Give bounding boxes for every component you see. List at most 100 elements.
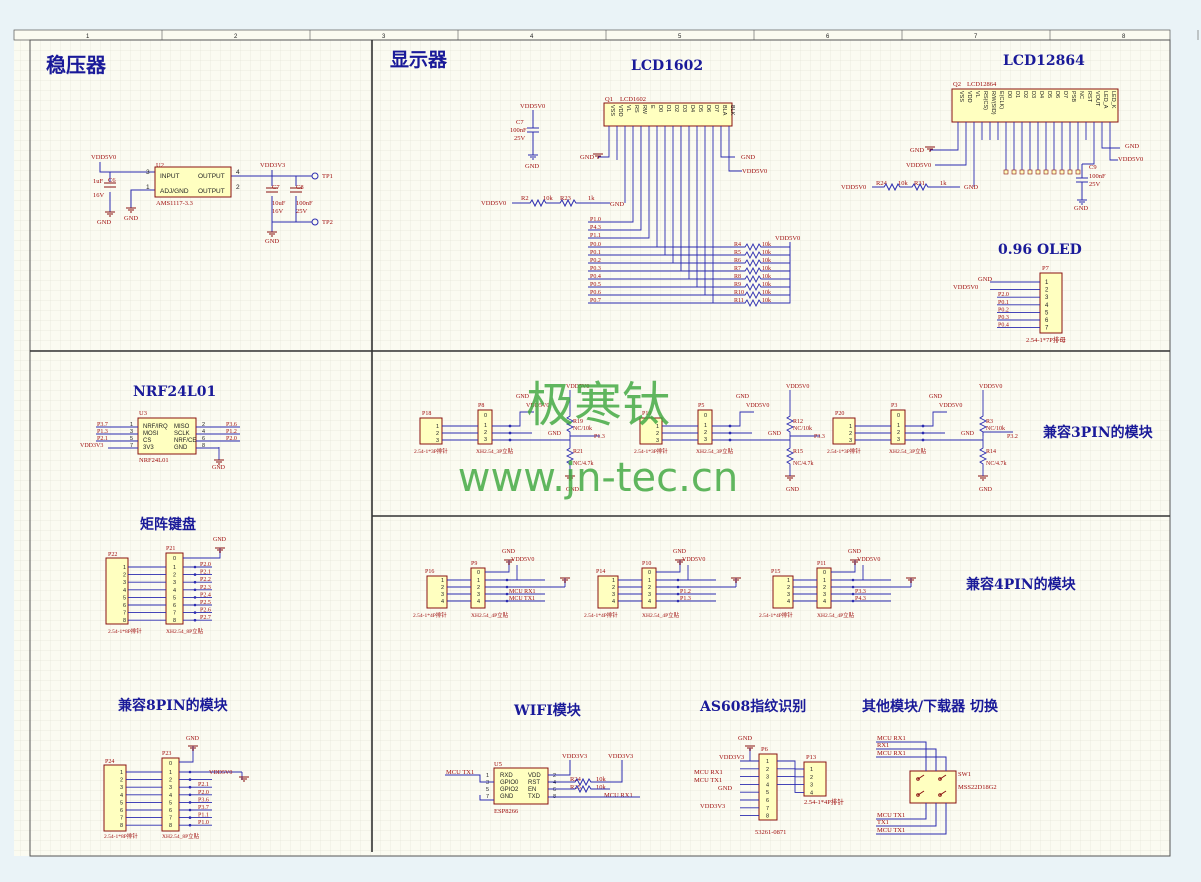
as608-pin: 4 — [766, 782, 769, 788]
xh-connector-4p — [470, 567, 486, 609]
net-label: P0.3 — [998, 315, 1009, 321]
pin-number: 5 — [173, 595, 176, 601]
pin-number: 4 — [787, 599, 790, 605]
pin-number: 8 — [123, 618, 126, 624]
header-ref: P14 — [596, 569, 605, 575]
resistor-value: 10k — [762, 250, 771, 256]
label: 16V — [272, 208, 284, 215]
ruler-label: 3 — [382, 34, 386, 40]
label: GND — [738, 735, 752, 742]
net-label: MCU TX1 — [509, 596, 535, 602]
junction — [505, 585, 509, 589]
label: C8 — [296, 184, 304, 191]
as608-pin: 8 — [766, 814, 769, 820]
net-label: P0.4 — [998, 323, 1009, 329]
wire — [785, 440, 795, 472]
pin-number: 0 — [897, 413, 900, 419]
pin-number: 3 — [612, 592, 615, 598]
wire — [785, 412, 795, 436]
label: VDD3V3 — [719, 754, 744, 761]
lcd12864-module — [951, 88, 1119, 123]
wire — [713, 242, 791, 308]
label: C9 — [1089, 164, 1097, 171]
label: VDD5V0 — [841, 184, 866, 191]
pin-number: 2 — [202, 422, 205, 428]
lcd1602-pin: D0 — [657, 105, 663, 112]
as608-pin: 1 — [766, 759, 769, 765]
vdd-label: VDD5V0 — [979, 384, 1002, 390]
xh-ref: P5 — [698, 403, 704, 409]
lcd1602-pin: D4 — [689, 105, 695, 112]
gnd-label: GND — [186, 736, 200, 742]
lcd1602-pin: RS — [633, 105, 639, 113]
label: C7 — [272, 184, 280, 191]
pin-number: 4 — [612, 599, 615, 605]
ground-symbol — [504, 559, 514, 565]
pin-number: 7 — [173, 611, 176, 617]
title-other: 其他模块/下载器 切换 — [862, 698, 999, 715]
pin-num: 3 — [146, 169, 150, 176]
gnd-label: GND — [548, 431, 562, 437]
label: 25V — [514, 135, 526, 142]
resistor-label: R6 — [734, 258, 741, 264]
ground-symbol — [239, 776, 249, 782]
net-label: P0.4 — [590, 274, 601, 280]
pin-number: 8 — [202, 443, 205, 449]
pin-number: 4 — [169, 793, 172, 799]
pin-number: 5 — [123, 595, 126, 601]
junction — [188, 801, 192, 804]
vdd-label: VDD5V0 — [526, 403, 549, 409]
header-part: 2.54-1*8P排针 — [104, 832, 138, 840]
net-label: P1.2 — [680, 589, 691, 595]
p13-header — [803, 761, 827, 797]
label: LCD1602 — [620, 96, 646, 103]
u2-pin-output1: OUTPUT — [198, 173, 225, 180]
resistor-value: 10k — [762, 290, 771, 296]
pin-number: 2 — [849, 431, 852, 437]
header-part: 2.54-1*3P排针 — [634, 447, 668, 455]
net-label: P2.6 — [200, 608, 211, 614]
lcd1602-pin: D3 — [681, 105, 687, 112]
wire — [705, 242, 791, 300]
label: U5 — [494, 761, 502, 768]
label: 1uF — [93, 178, 104, 185]
title-wifi: WIFI模块 — [513, 702, 582, 719]
wire — [930, 140, 959, 151]
resistor-value: NC/4.7k — [793, 461, 814, 467]
ruler-label: 8 — [1122, 34, 1126, 40]
xh-ref: P10 — [642, 561, 651, 567]
ground-symbol — [560, 577, 570, 583]
wire — [935, 140, 967, 166]
pin-header-4p — [772, 575, 794, 609]
wire — [855, 565, 864, 581]
pin-num: 1 — [146, 184, 150, 191]
wire — [720, 140, 735, 158]
wire — [728, 140, 742, 172]
pin-number: 3 — [484, 437, 487, 443]
junction — [188, 816, 192, 819]
net-label: P4.3 — [855, 596, 866, 602]
pin-number: 3 — [123, 580, 126, 586]
nrf-pin: 3V3 — [143, 445, 154, 451]
pin-number: 3 — [120, 785, 123, 791]
label: P6 — [761, 746, 769, 753]
label: 10uF — [272, 200, 286, 207]
wire — [598, 140, 610, 158]
pin-number: 0 — [484, 413, 487, 419]
wire — [777, 776, 804, 786]
pin-number: 1 — [704, 423, 707, 429]
xh-connector-4p — [641, 567, 657, 609]
label: MCU TX1 — [446, 769, 474, 776]
pin-number: 0 — [169, 761, 172, 767]
net-label: P0.6 — [590, 290, 601, 296]
pin-number: 4 — [441, 599, 444, 605]
pin-number: 1 — [787, 578, 790, 584]
net-label: P2.1 — [97, 436, 108, 442]
net-label: P2.1 — [198, 782, 209, 788]
net-label: P3.6 — [198, 797, 209, 803]
pin-number: 2 — [704, 430, 707, 436]
net-label: VDD3V3 — [80, 443, 103, 449]
label: R2 — [521, 195, 529, 202]
nc-marker — [1019, 169, 1025, 175]
net-label: P1.3 — [594, 434, 605, 440]
